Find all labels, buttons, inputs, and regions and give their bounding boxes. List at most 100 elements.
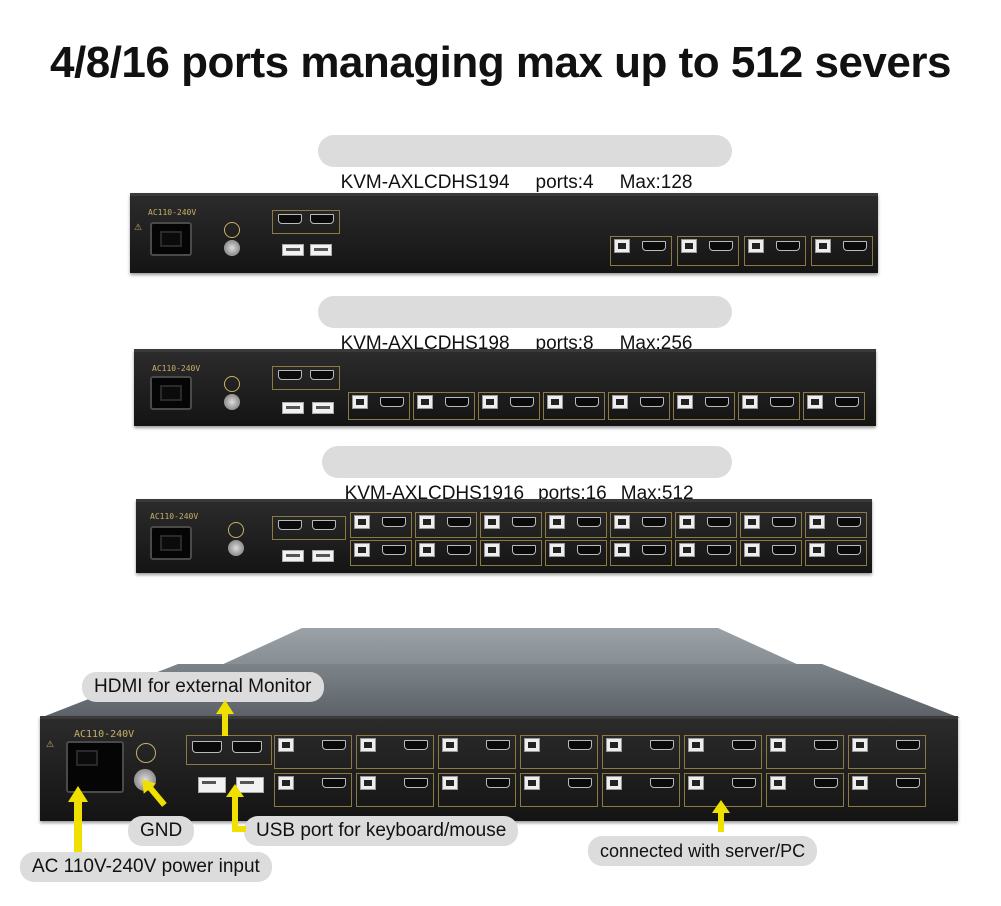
usb-b-port bbox=[354, 515, 370, 529]
pc-port-group bbox=[684, 735, 762, 769]
usb-b-port bbox=[278, 776, 294, 790]
usb-b-port bbox=[744, 515, 760, 529]
pc-port-group bbox=[545, 540, 607, 566]
hdmi-input-port bbox=[642, 241, 666, 251]
callout-hdmi: HDMI for external Monitor bbox=[82, 672, 324, 702]
pc-port-group bbox=[805, 512, 867, 538]
hdmi-input-port bbox=[642, 517, 666, 527]
callout-usb: USB port for keyboard/mouse bbox=[244, 816, 519, 846]
pc-port-group bbox=[438, 735, 516, 769]
ground-symbol-icon bbox=[224, 222, 240, 238]
pc-port-group bbox=[413, 392, 475, 420]
model-name: KVM-AXLCDHS198 bbox=[340, 333, 510, 354]
usb-b-port bbox=[809, 543, 825, 557]
arrow-power bbox=[74, 800, 82, 852]
output-group bbox=[186, 735, 272, 765]
pc-port-group bbox=[480, 540, 542, 566]
arrow-usb-h bbox=[232, 826, 246, 832]
pc-port-group bbox=[545, 512, 607, 538]
pc-port-group bbox=[675, 512, 737, 538]
hdmi-output-port bbox=[278, 520, 302, 530]
usb-b-port bbox=[688, 738, 704, 752]
pc-port-group bbox=[766, 773, 844, 807]
hdmi-input-port bbox=[568, 740, 592, 750]
hdmi-input-port bbox=[577, 545, 601, 555]
output-group bbox=[272, 366, 340, 390]
page-title: 4/8/16 ports managing max up to 512 seve… bbox=[50, 38, 951, 87]
hdmi-input-port bbox=[512, 517, 536, 527]
hdmi-input-port bbox=[732, 778, 756, 788]
hdmi-input-port bbox=[404, 778, 428, 788]
usb-b-port bbox=[606, 738, 622, 752]
arrowhead-hdmi-icon bbox=[216, 700, 234, 714]
usb-b-port bbox=[360, 738, 376, 752]
hdmi-input-port bbox=[486, 778, 510, 788]
power-socket bbox=[66, 741, 124, 793]
pc-port-group bbox=[543, 392, 605, 420]
pc-port-group bbox=[740, 512, 802, 538]
model-ports: ports:8 bbox=[535, 333, 594, 354]
hdmi-input-port bbox=[512, 545, 536, 555]
usb-b-port bbox=[770, 776, 786, 790]
hdmi-input-port bbox=[707, 545, 731, 555]
pc-port-group bbox=[610, 540, 672, 566]
hdmi-input-port bbox=[568, 778, 592, 788]
hdmi-input-port bbox=[650, 778, 674, 788]
usb-b-port bbox=[742, 395, 758, 409]
hdmi-input-port bbox=[814, 778, 838, 788]
hdmi-input-port bbox=[642, 545, 666, 555]
hdmi-input-port bbox=[447, 545, 471, 555]
usb-b-port bbox=[744, 543, 760, 557]
usb-b-port bbox=[482, 395, 498, 409]
pc-port-group bbox=[740, 540, 802, 566]
hdmi-input-port bbox=[577, 517, 601, 527]
model-name: KVM-AXLCDHS194 bbox=[340, 172, 510, 193]
ground-screw-icon bbox=[224, 394, 240, 410]
hdmi-input-port bbox=[510, 397, 534, 407]
hdmi-input-port bbox=[837, 545, 861, 555]
pc-port-group bbox=[608, 392, 670, 420]
hdmi-input-port bbox=[776, 241, 800, 251]
hdmi-input-port bbox=[814, 740, 838, 750]
pc-port-group bbox=[520, 773, 598, 807]
usb-b-port bbox=[807, 395, 823, 409]
pc-port-group bbox=[478, 392, 540, 420]
pc-port-group bbox=[848, 735, 926, 769]
usb-b-port bbox=[614, 515, 630, 529]
model-ports: ports:4 bbox=[535, 172, 594, 193]
usb-b-port bbox=[417, 395, 433, 409]
hdmi-input-port bbox=[445, 397, 469, 407]
ac-voltage-label: AC110-240V bbox=[74, 729, 135, 740]
output-group bbox=[272, 210, 340, 234]
arrow-hdmi bbox=[222, 712, 228, 736]
hdmi-input-port bbox=[835, 397, 859, 407]
pc-port-group bbox=[675, 540, 737, 566]
pc-port-group bbox=[744, 236, 806, 266]
hdmi-output-port bbox=[278, 370, 302, 380]
pc-port-group bbox=[805, 540, 867, 566]
kvm-rear-panel-large: AC110-240V ⚠ bbox=[40, 716, 958, 821]
ground-symbol-icon bbox=[224, 376, 240, 392]
usb-b-port bbox=[360, 776, 376, 790]
warning-icon: ⚠ bbox=[134, 222, 143, 232]
ground-screw-icon bbox=[228, 540, 244, 556]
usb-b-port bbox=[679, 515, 695, 529]
usb-a-port bbox=[282, 550, 304, 562]
hdmi-input-port bbox=[447, 517, 471, 527]
hdmi-input-port bbox=[322, 740, 346, 750]
kvm-rear-panel-16port: AC110-240V bbox=[136, 499, 872, 573]
pc-port-group bbox=[803, 392, 865, 420]
usb-b-port bbox=[614, 239, 630, 253]
output-group bbox=[272, 516, 346, 540]
pc-port-group bbox=[350, 540, 412, 566]
power-socket bbox=[150, 376, 192, 410]
pc-port-group bbox=[766, 735, 844, 769]
callout-power: AC 110V-240V power input bbox=[20, 852, 272, 882]
hdmi-input-port bbox=[486, 740, 510, 750]
usb-b-port bbox=[442, 738, 458, 752]
hdmi-input-port bbox=[732, 740, 756, 750]
pc-port-group bbox=[673, 392, 735, 420]
